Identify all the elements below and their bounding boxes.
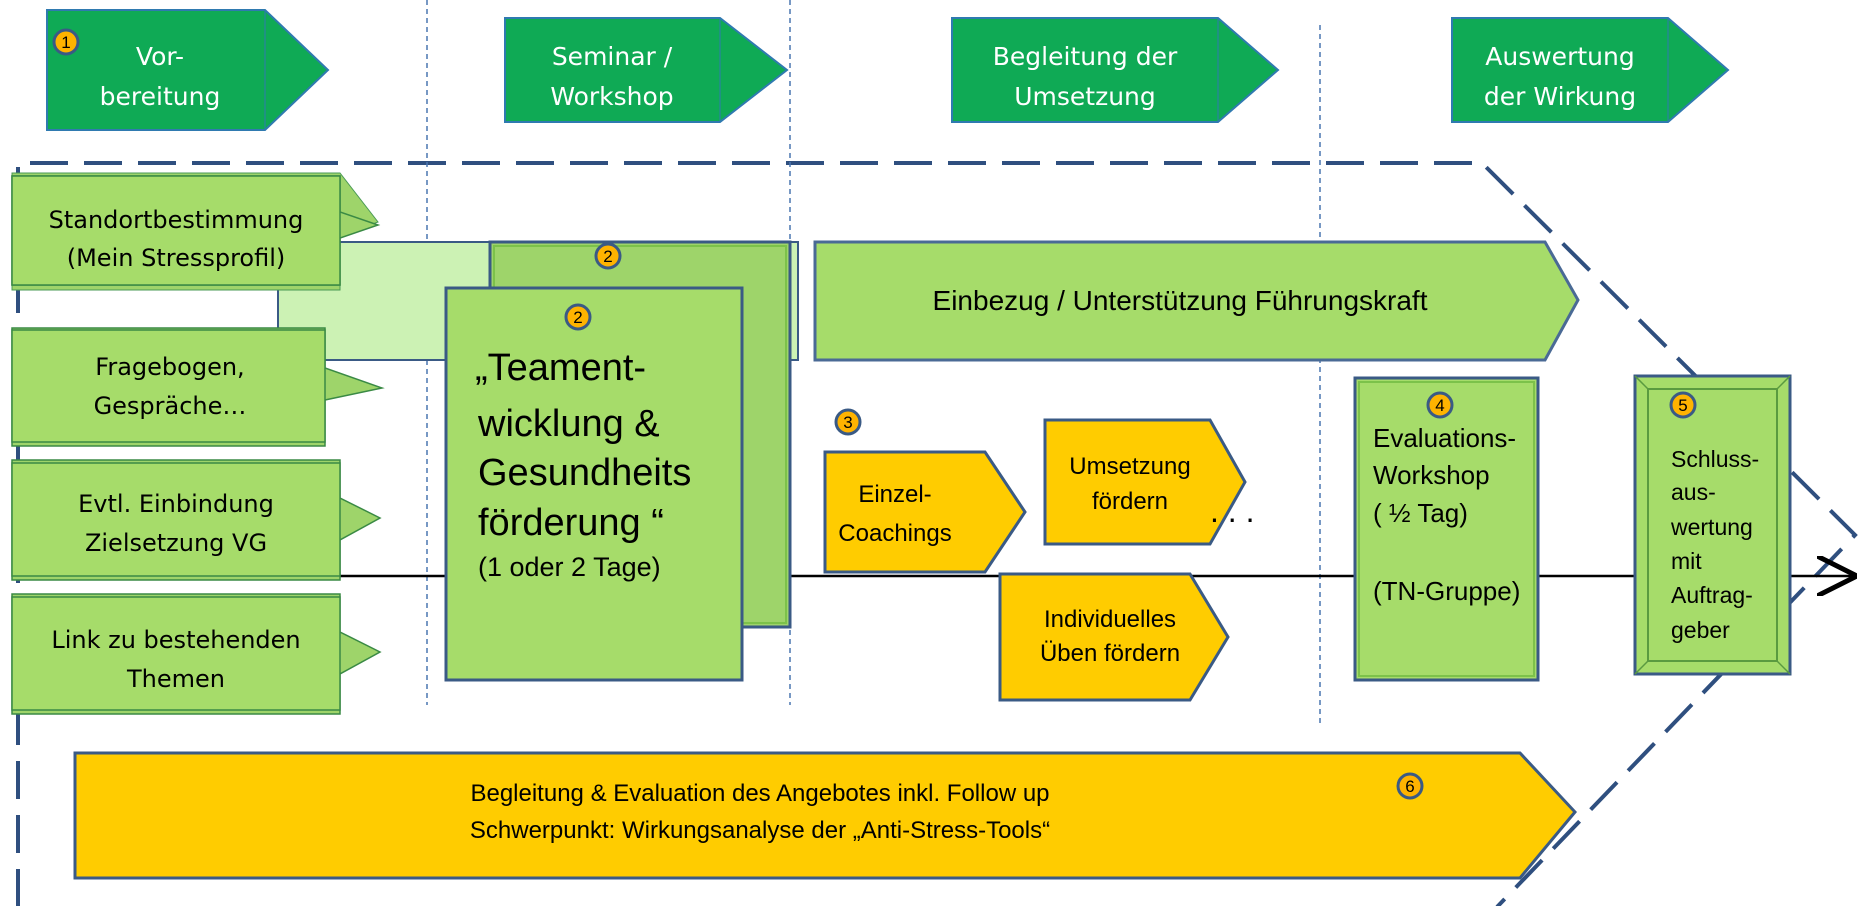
prep-item: Standortbestimmung (Mein Stressprofil) [11, 172, 381, 291]
prep-item-line2: (Mein Stressprofil) [67, 244, 286, 272]
ueben-line2: Üben fördern [1040, 640, 1180, 667]
final-line6: geber [1671, 617, 1730, 643]
follow-up-line1: Begleitung & Evaluation des Angebotes in… [470, 780, 1049, 807]
prep-item: Link zu bestehenden Themen [11, 593, 382, 715]
umsetzung-chevron: Umsetzung fördern [1043, 418, 1247, 546]
evaluation-line3: ( ½ Tag) [1373, 498, 1468, 528]
phase-label-line1: Auswertung [1485, 42, 1634, 71]
seminar-title-line4: förderung “ [478, 502, 664, 544]
svg-text:6: 6 [1405, 777, 1414, 796]
final-line4: mit [1671, 548, 1702, 574]
prep-item-line1: Evtl. Einbindung [78, 490, 274, 518]
follow-up-line2: Schwerpunkt: Wirkungsanalyse der „Anti-S… [470, 817, 1050, 844]
step-badge: 1 [52, 28, 80, 56]
continuation-ellipsis: . . . [1210, 493, 1254, 529]
phase-preparation: Vor- bereitung [46, 9, 330, 131]
phase-seminar: Seminar / Workshop [504, 17, 789, 123]
step-badge: 2 [564, 303, 592, 331]
phase-evaluation: Auswertung der Wirkung [1451, 17, 1730, 123]
prep-item: Evtl. Einbindung Zielsetzung VG [11, 459, 382, 581]
final-line3: wertung [1670, 514, 1753, 540]
seminar-box: „Teament- wicklung & Gesundheits förderu… [444, 286, 744, 682]
step-badge: 5 [1669, 391, 1697, 419]
leader-support-bar: Einbezug / Unterstützung Führungskraft [813, 240, 1580, 362]
ueben-chevron: Individuelles Üben fördern [998, 572, 1230, 702]
coaching-line2: Coachings [838, 520, 951, 547]
step-badge: 2 [594, 242, 622, 270]
prep-item: Fragebogen, Gespräche… [11, 327, 385, 447]
seminar-title-line3: Gesundheits [478, 452, 691, 494]
evaluation-line2: Workshop [1373, 460, 1490, 490]
phase-label-line2: der Wirkung [1484, 82, 1636, 111]
seminar-title-line1: „Teament- [475, 347, 646, 389]
step-badge: 3 [834, 408, 862, 436]
coaching-line1: Einzel- [858, 481, 931, 508]
prep-item-line2: Gespräche… [94, 392, 247, 420]
svg-text:2: 2 [573, 308, 582, 327]
svg-text:4: 4 [1435, 396, 1444, 415]
leader-support-label: Einbezug / Unterstützung Führungskraft [933, 285, 1428, 316]
phase-label-line2: Umsetzung [1014, 82, 1156, 111]
prep-item-line1: Fragebogen, [95, 353, 244, 381]
svg-text:3: 3 [843, 413, 852, 432]
final-line2: aus- [1671, 479, 1716, 505]
coaching-chevron: Einzel- Coachings [823, 450, 1027, 574]
step-badge: 6 [1396, 772, 1424, 800]
ueben-line1: Individuelles [1044, 606, 1176, 633]
phase-implementation: Begleitung der Umsetzung [951, 17, 1280, 123]
final-evaluation-box: Schluss- aus- wertung mit Auftrag- geber [1633, 374, 1792, 676]
umsetzung-line1: Umsetzung [1069, 453, 1190, 480]
umsetzung-line2: fördern [1092, 488, 1168, 515]
final-line5: Auftrag- [1671, 582, 1753, 608]
phase-label-line1: Begleitung der [993, 42, 1178, 71]
svg-text:1: 1 [61, 33, 70, 52]
evaluation-workshop-box: Evaluations- Workshop ( ½ Tag) (TN-Grupp… [1353, 376, 1540, 682]
prep-item-line2: Zielsetzung VG [85, 529, 267, 557]
phase-label-line2: Workshop [550, 82, 673, 111]
step-badge: 4 [1426, 391, 1454, 419]
phase-label-line2: bereitung [100, 82, 221, 111]
follow-up-bar: Begleitung & Evaluation des Angebotes in… [73, 751, 1577, 880]
evaluation-line1: Evaluations- [1373, 423, 1516, 453]
prep-item-line1: Standortbestimmung [49, 206, 304, 234]
phase-label-line1: Seminar / [552, 42, 673, 71]
prep-item-line1: Link zu bestehenden [51, 626, 300, 654]
seminar-title-line2: wicklung & [477, 403, 660, 445]
final-line1: Schluss- [1671, 446, 1759, 472]
prep-item-line2: Themen [126, 665, 225, 693]
svg-text:5: 5 [1678, 396, 1687, 415]
svg-text:2: 2 [603, 247, 612, 266]
phase-label-line1: Vor- [136, 42, 184, 71]
evaluation-line4: (TN-Gruppe) [1373, 576, 1520, 606]
seminar-duration: (1 oder 2 Tage) [478, 552, 661, 582]
